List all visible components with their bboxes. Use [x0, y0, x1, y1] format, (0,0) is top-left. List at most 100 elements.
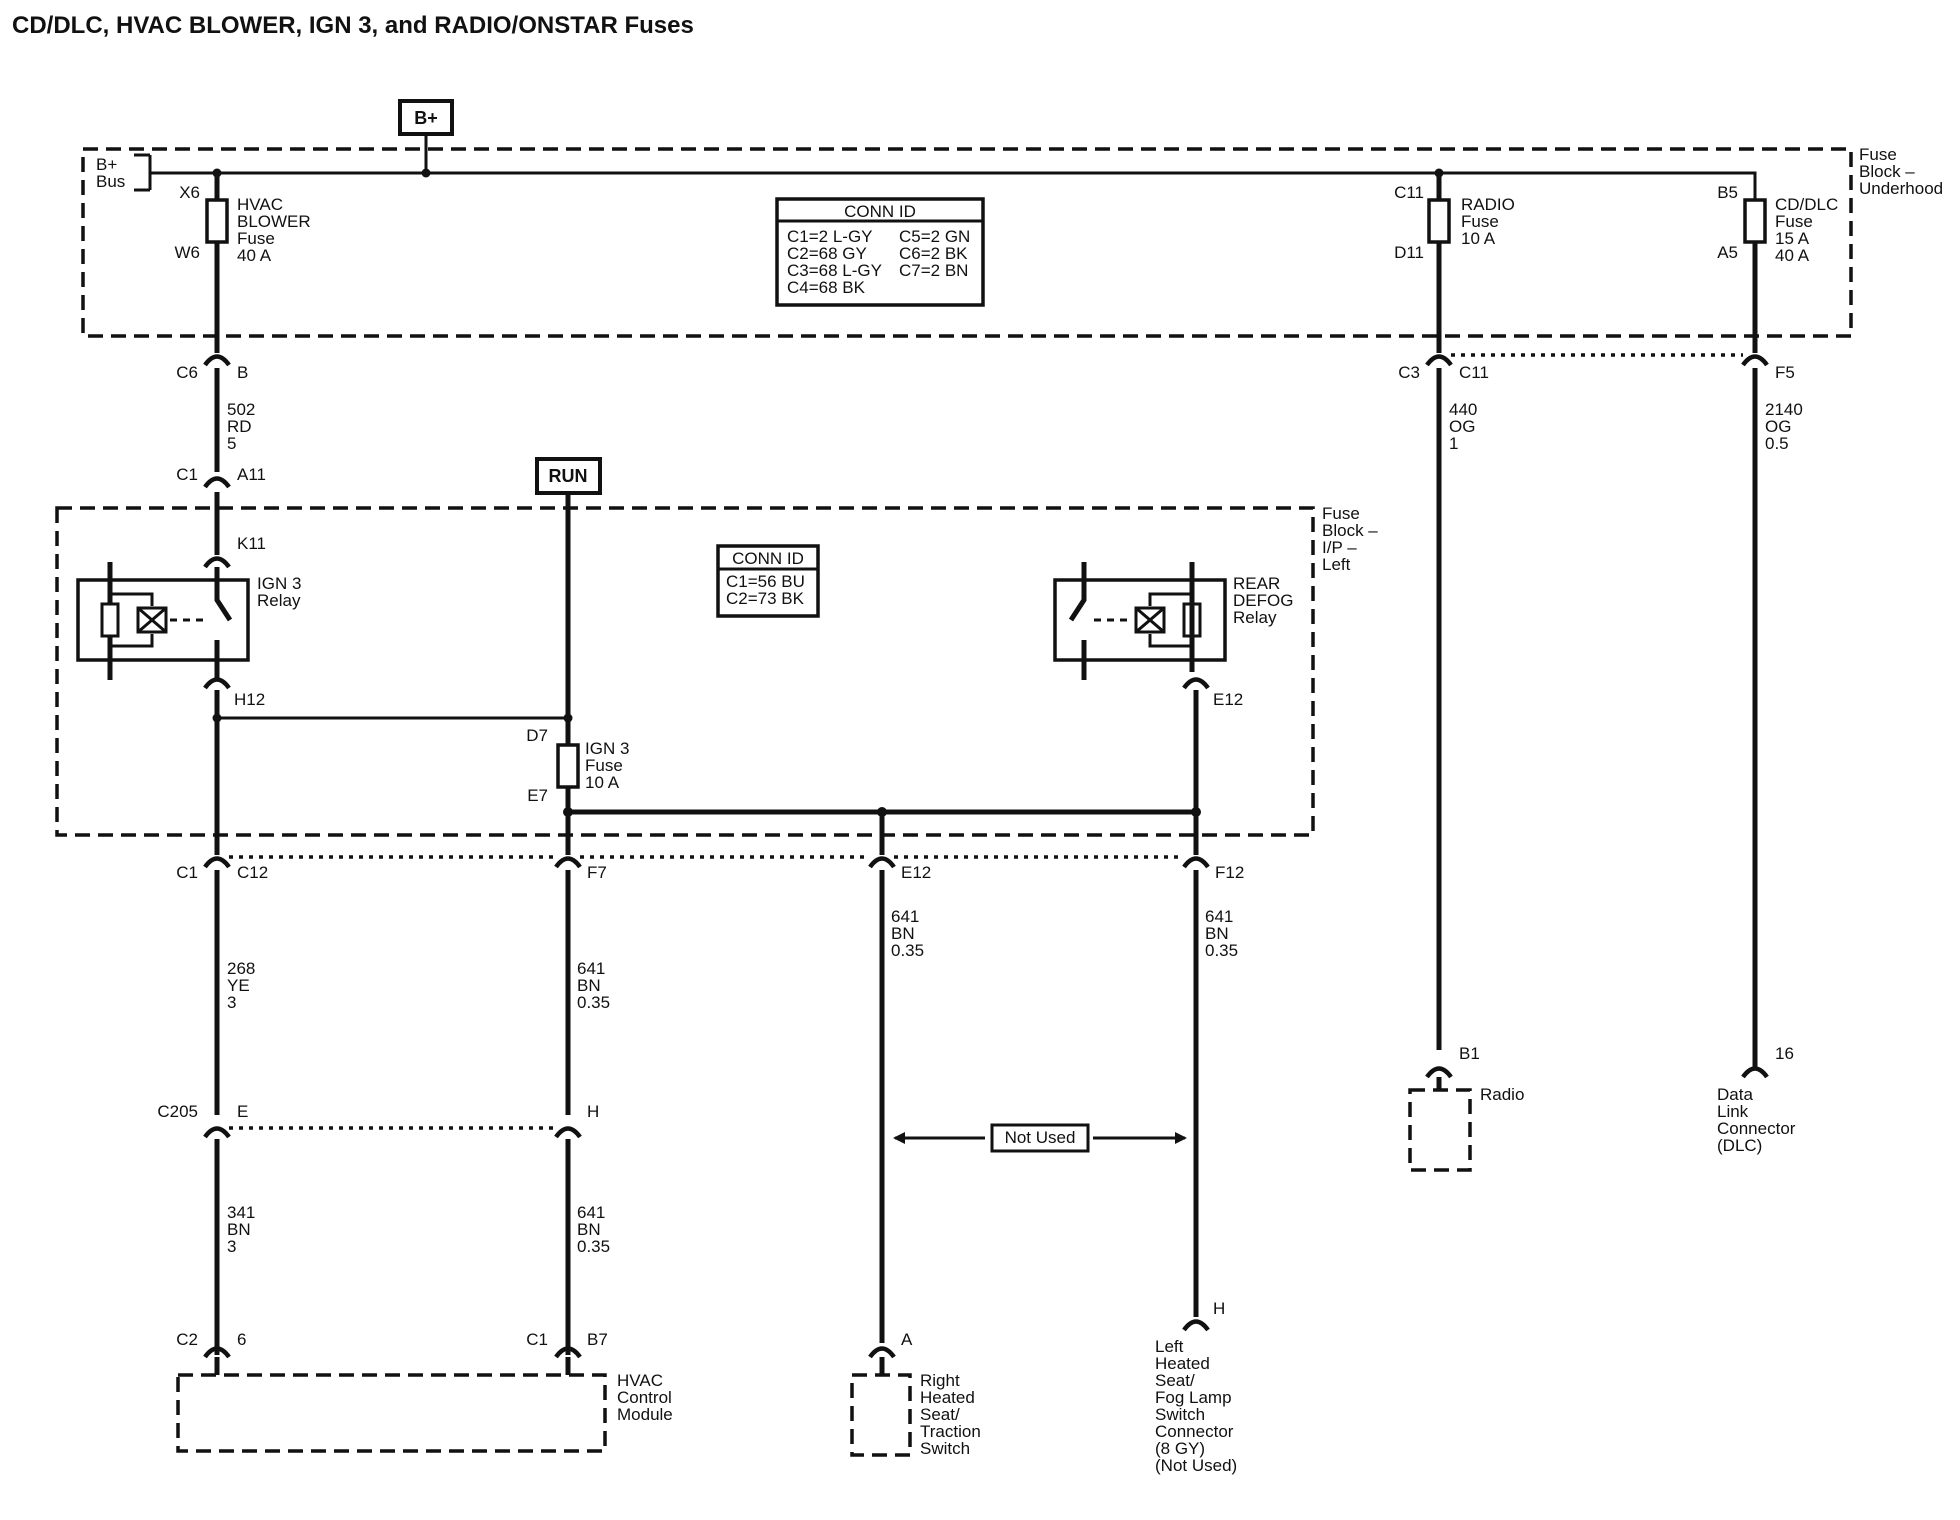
connector-radio-b1: [1425, 1066, 1453, 1079]
c1a-label: C1: [176, 465, 198, 484]
hvac-module-label-3: Module: [617, 1405, 673, 1424]
radio-fuse-out-pin: D11: [1394, 243, 1424, 262]
radio-pin-label: B1: [1459, 1044, 1480, 1063]
dlc-label-1: Link: [1717, 1102, 1749, 1121]
left-seat-label-1: Heated: [1155, 1354, 1210, 1373]
bplus-bus-wire: [150, 171, 1757, 200]
ign3-fuse-in-pin: D7: [526, 726, 548, 745]
wire-641-e12-label-2: BN: [891, 924, 915, 943]
c6-pin-label: B: [237, 363, 248, 382]
right-seat-pin-label: A: [901, 1330, 913, 1349]
radio-fuse: [1427, 198, 1451, 244]
f12-pin-label: F12: [1215, 863, 1244, 882]
connector-c1-e12: [868, 856, 896, 869]
not-used-label: Not Used: [1005, 1128, 1076, 1147]
conn-id-ip-row-0: C1=56 BU: [726, 572, 805, 591]
wire-268-label-3: 3: [227, 993, 236, 1012]
right-seat-label-0: Right: [920, 1371, 960, 1390]
left-seat-label-7: (Not Used): [1155, 1456, 1237, 1475]
wire-341-label-3: 3: [227, 1237, 236, 1256]
wire-502-label-1: 502: [227, 400, 255, 419]
b7-pin-label: B7: [587, 1330, 608, 1349]
wire-641-e12-label-1: 641: [891, 907, 919, 926]
wire-440-label-1: 440: [1449, 400, 1477, 419]
c12-pin-label: C12: [237, 863, 268, 882]
right-seat-label-1: Heated: [920, 1388, 975, 1407]
run-source-box: [535, 457, 602, 495]
wire-341-label-1: 341: [227, 1203, 255, 1222]
conn-id-underhood-left-0: C1=2 L-GY: [787, 227, 873, 246]
left-seat-label-6: (8 GY): [1155, 1439, 1205, 1458]
radio-fuse-label-1: RADIO: [1461, 195, 1515, 214]
connector-c1-b7: [554, 1346, 582, 1359]
ign3-fuse-out-pin: E7: [527, 786, 548, 805]
fuse-block-ip-label-3: I/P –: [1322, 538, 1357, 557]
c2-pin-label: 6: [237, 1330, 246, 1349]
rear-defog-relay-switch: [1068, 562, 1087, 680]
connector-c1-a11: [203, 476, 231, 489]
conn-id-underhood-right-0: C5=2 GN: [899, 227, 970, 246]
cddlc-fuse: [1743, 198, 1767, 244]
radio-fuse-label-3: 10 A: [1461, 229, 1496, 248]
conn-id-ip-box: [716, 544, 820, 618]
ign3-relay-label-2: Relay: [257, 591, 301, 610]
hvac-fuse-label-4: 40 A: [237, 246, 272, 265]
wire-641-f12-label-3: 0.35: [1205, 941, 1238, 960]
c6-label: C6: [176, 363, 198, 382]
c1c-label: C1: [526, 1330, 548, 1349]
hvac-module-label-1: HVAC: [617, 1371, 663, 1390]
bus-bracket: [134, 153, 152, 192]
run-source-label: RUN: [549, 466, 588, 486]
dlc-label-3: (DLC): [1717, 1136, 1762, 1155]
splice-h12: [212, 713, 222, 723]
connector-f5: [1741, 354, 1769, 367]
ign3-fuse-label-2: Fuse: [585, 756, 623, 775]
rear-defog-relay-coil-x: [1135, 606, 1165, 634]
diagram-title: CD/DLC, HVAC BLOWER, IGN 3, and RADIO/ON…: [12, 12, 694, 39]
wire-502-label-2: RD: [227, 417, 252, 436]
c3-label: C3: [1398, 363, 1420, 382]
cddlc-fuse-label-1: CD/DLC: [1775, 195, 1838, 214]
conn-id-underhood-left-1: C2=68 GY: [787, 244, 867, 263]
hvac-fuse-label-1: HVAC: [237, 195, 283, 214]
connector-k11: [203, 556, 231, 569]
connector-h12: [203, 677, 231, 690]
ign3-fuse-label-3: 10 A: [585, 773, 620, 792]
wire-641-c205-label-2: BN: [577, 1220, 601, 1239]
fuse-block-ip-label-4: Left: [1322, 555, 1351, 574]
c205-h-pin-label: H: [587, 1102, 599, 1121]
fuse-block-ip-label-2: Block –: [1322, 521, 1378, 540]
wire-341-label-2: BN: [227, 1220, 251, 1239]
c3-pin-label: C11: [1459, 363, 1489, 382]
radio-component: [1408, 1088, 1472, 1172]
rear-defog-relay-out-pin: E12: [1213, 690, 1243, 709]
c205-label: C205: [157, 1102, 198, 1121]
wire-2140-label-3: 0.5: [1765, 434, 1789, 453]
wire-641-f12-label-2: BN: [1205, 924, 1229, 943]
right-seat-label-4: Switch: [920, 1439, 970, 1458]
wire-641-f12-label-1: 641: [1205, 907, 1233, 926]
ign3-fuse: [556, 743, 580, 789]
connector-c6-b: [203, 354, 231, 367]
connector-rear-defog-e12: [1182, 677, 1210, 690]
connector-dlc-16: [1741, 1066, 1769, 1079]
wire-440-label-3: 1: [1449, 434, 1458, 453]
ign3-relay-in-pin: K11: [237, 534, 266, 553]
connector-c205-h: [554, 1126, 582, 1139]
radio-fuse-label-2: Fuse: [1461, 212, 1499, 231]
fuse-block-underhood-outline: [81, 147, 1853, 338]
connector-c1-f7: [554, 856, 582, 869]
radio-fuse-in-pin: C11: [1394, 183, 1424, 202]
dlc-pin-label: 16: [1775, 1044, 1794, 1063]
conn-id-underhood-header: CONN ID: [844, 202, 916, 221]
hvac-module-pins: [214, 1357, 571, 1375]
ign3-relay-coil-x: [137, 606, 167, 634]
fuse-block-ip-label-1: Fuse: [1322, 504, 1360, 523]
fuse-block-underhood-label-3: Underhood: [1859, 179, 1943, 198]
left-seat-label-5: Connector: [1155, 1422, 1234, 1441]
wire-440-label-2: OG: [1449, 417, 1475, 436]
rear-defog-relay-label-1: REAR: [1233, 574, 1280, 593]
bplus-source-label: B+: [414, 108, 438, 128]
hvac-fuse-label-3: Fuse: [237, 229, 275, 248]
connector-c205-e: [203, 1126, 231, 1139]
